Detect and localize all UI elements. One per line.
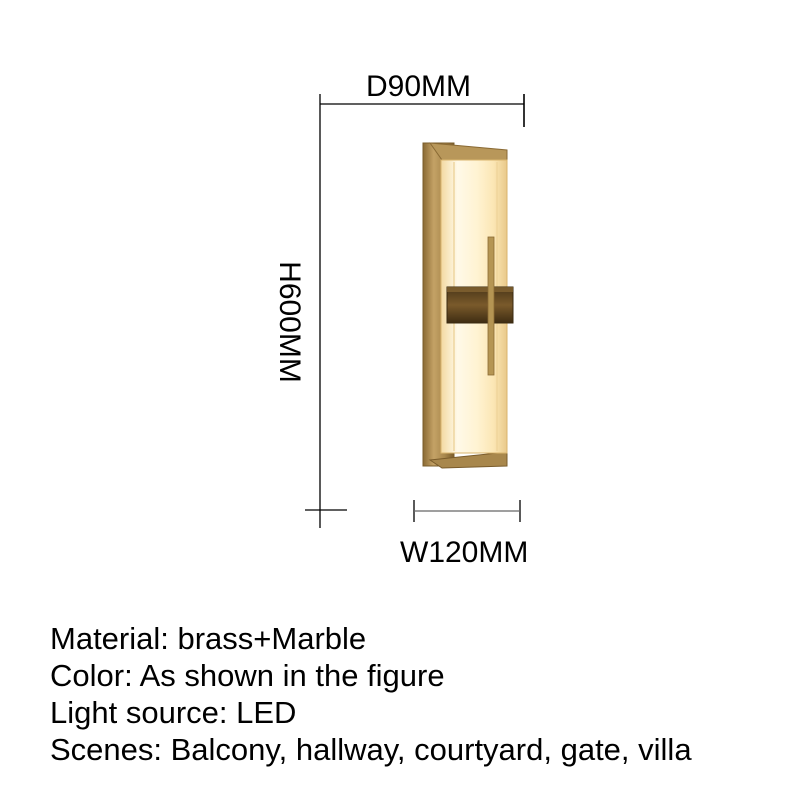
height-label: H600MM bbox=[273, 261, 306, 383]
width-dimension-line bbox=[413, 500, 521, 522]
product-specs: Material: brass+Marble Color: As shown i… bbox=[50, 620, 790, 768]
width-label: W120MM bbox=[400, 536, 529, 569]
lamp-bottom-cap bbox=[428, 451, 508, 469]
depth-dimension-line bbox=[320, 94, 525, 127]
lamp-brass-rod bbox=[487, 236, 495, 376]
height-dimension-line bbox=[305, 94, 347, 528]
spec-material: Material: brass+Marble bbox=[50, 621, 367, 656]
depth-label: D90MM bbox=[366, 70, 472, 103]
lamp-top-cap bbox=[428, 142, 508, 163]
wall-lamp-figure bbox=[305, 94, 525, 528]
spec-scenes: Scenes: Balcony, hallway, courtyard, gat… bbox=[50, 732, 692, 767]
lamp-bracket bbox=[446, 286, 514, 324]
wall-lamp-illustration bbox=[422, 142, 514, 469]
spec-light-source: Light source: LED bbox=[50, 695, 297, 730]
spec-color: Color: As shown in the figure bbox=[50, 658, 445, 693]
